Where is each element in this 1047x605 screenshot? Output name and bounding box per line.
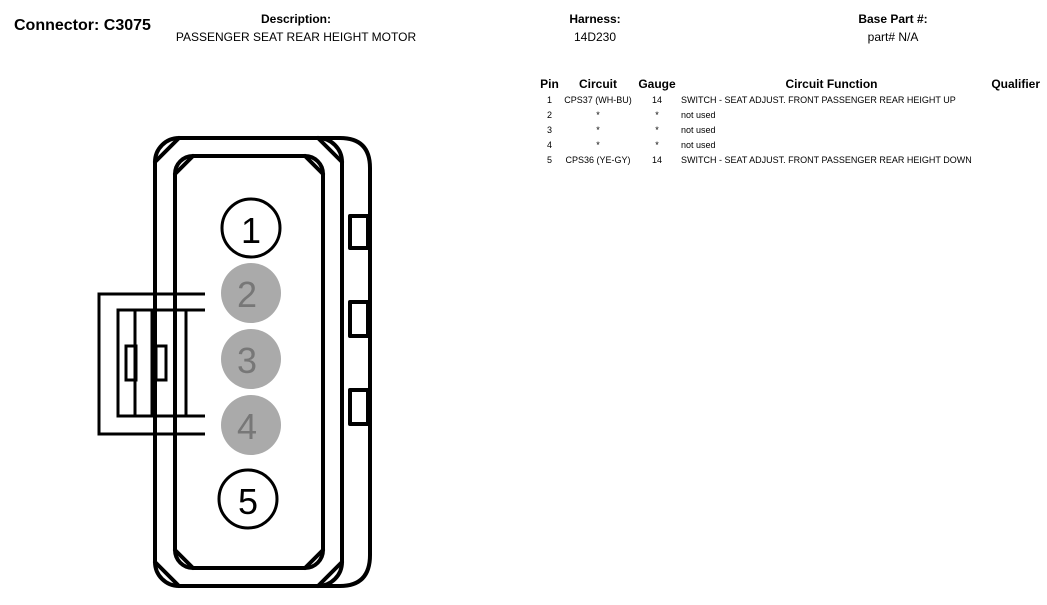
cell-function: not used <box>681 109 716 120</box>
connector-face-diagram: 1 2 3 4 5 <box>97 136 372 588</box>
cell-gauge: 14 <box>651 154 662 165</box>
cell-qualifier <box>982 107 1040 122</box>
pin-5: 5 <box>217 468 279 530</box>
table-row: 2 * * not used <box>536 107 1040 122</box>
pin-3: 3 <box>221 329 281 389</box>
cell-function: not used <box>681 124 716 135</box>
pin-label: 2 <box>237 274 257 315</box>
col-header-circuit-function: Circuit Function <box>785 77 878 91</box>
harness-value: 14D230 <box>573 30 617 44</box>
cell-pin: 3 <box>546 124 552 135</box>
cell-pin: 1 <box>546 94 552 105</box>
locking-tab <box>97 292 205 436</box>
cell-circuit: * <box>596 109 600 120</box>
cell-pin: 5 <box>546 154 552 165</box>
pin-cavity <box>217 468 279 530</box>
cell-qualifier <box>982 152 1040 167</box>
pin-4: 4 <box>221 395 281 455</box>
cell-circuit: * <box>596 124 600 135</box>
cell-circuit: * <box>596 139 600 150</box>
table-header-row: Pin Circuit Gauge Circuit Function Quali… <box>536 76 1040 92</box>
base-part-value: part# N/A <box>867 30 919 44</box>
cell-pin: 4 <box>546 139 552 150</box>
connector-rib <box>348 388 370 426</box>
description-label: Description: <box>260 12 331 26</box>
pin-label: 4 <box>237 406 257 447</box>
pin-cavity <box>221 263 281 323</box>
cell-function: SWITCH - SEAT ADJUST. FRONT PASSENGER RE… <box>681 94 956 105</box>
cell-qualifier <box>982 122 1040 137</box>
connector-housing-inner <box>173 154 325 570</box>
col-header-qualifier: Qualifier <box>991 77 1040 91</box>
table-row: 5 CPS36 (YE-GY) 14 SWITCH - SEAT ADJUST.… <box>536 152 1040 167</box>
harness-label: Harness: <box>569 12 621 26</box>
connector-title: Connector: C3075 <box>14 17 151 34</box>
pin-label: 3 <box>237 340 257 381</box>
cell-function: SWITCH - SEAT ADJUST. FRONT PASSENGER RE… <box>681 154 972 165</box>
cell-qualifier <box>982 137 1040 152</box>
col-header-gauge: Gauge <box>638 77 676 91</box>
cell-circuit: CPS37 (WH-BU) <box>564 94 632 105</box>
table-row: 3 * * not used <box>536 122 1040 137</box>
pin-table: Pin Circuit Gauge Circuit Function Quali… <box>536 76 1040 167</box>
pin-label: 1 <box>241 210 261 251</box>
cell-gauge: * <box>655 139 659 150</box>
pin-2: 2 <box>221 263 281 323</box>
connector-rib <box>348 300 370 338</box>
cell-qualifier <box>982 92 1040 107</box>
table-row: 4 * * not used <box>536 137 1040 152</box>
cell-function: not used <box>681 139 716 150</box>
cell-gauge: * <box>655 109 659 120</box>
pin-cavity <box>221 329 281 389</box>
connector-side-body <box>318 136 372 588</box>
col-header-pin: Pin <box>540 77 559 91</box>
pin-cavity <box>220 197 282 259</box>
table-row: 1 CPS37 (WH-BU) 14 SWITCH - SEAT ADJUST.… <box>536 92 1040 107</box>
cell-gauge: * <box>655 124 659 135</box>
cell-circuit: CPS36 (YE-GY) <box>565 154 631 165</box>
description-value: PASSENGER SEAT REAR HEIGHT MOTOR <box>175 30 417 44</box>
pin-1: 1 <box>220 197 282 259</box>
pin-label: 5 <box>238 481 258 522</box>
cell-gauge: 14 <box>651 94 662 105</box>
col-header-circuit: Circuit <box>578 77 617 91</box>
base-part-label: Base Part #: <box>858 12 928 26</box>
pin-cavity <box>221 395 281 455</box>
connector-rib <box>348 214 370 250</box>
cell-pin: 2 <box>546 109 552 120</box>
